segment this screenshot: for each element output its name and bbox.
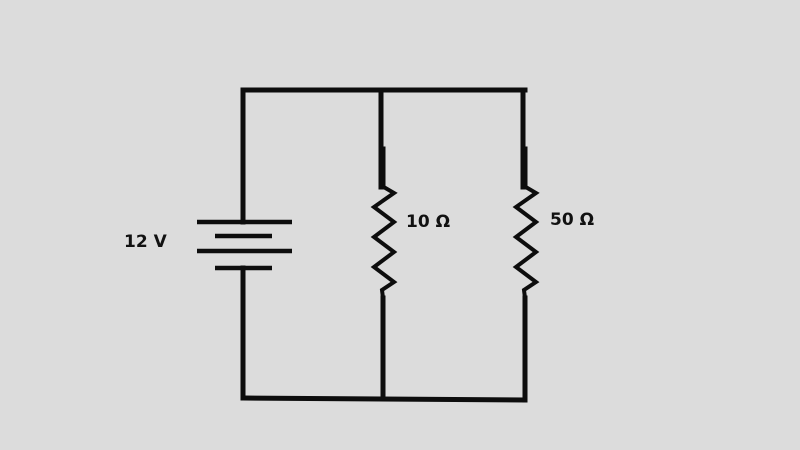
resistor-r1-symbol xyxy=(370,184,398,299)
battery-symbol xyxy=(197,219,292,271)
resistor-r2-label: 50 Ω xyxy=(550,210,594,230)
resistor-r1-label: 10 Ω xyxy=(406,212,450,232)
battery-voltage-label: 12 V xyxy=(124,232,168,252)
resistor-r2-symbol xyxy=(512,184,540,299)
